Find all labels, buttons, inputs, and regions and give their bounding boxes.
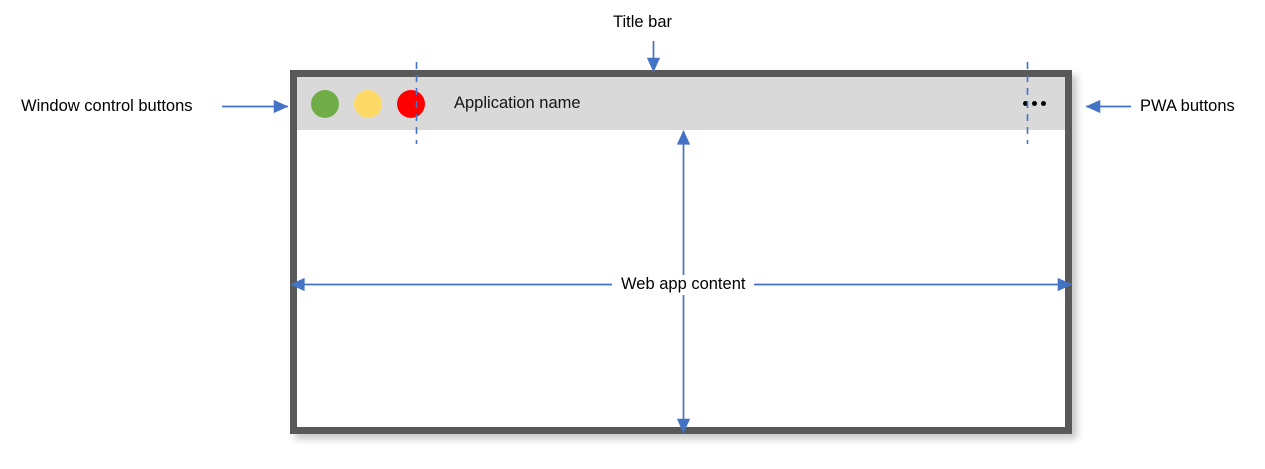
ellipsis-icon-dot-2 — [1032, 101, 1037, 106]
pwa-menu-button[interactable] — [1023, 101, 1046, 106]
close-button[interactable] — [397, 89, 425, 118]
application-name-label: Application name — [454, 94, 581, 112]
application-window: Application name — [290, 70, 1072, 434]
title-bar[interactable]: Application name — [297, 77, 1065, 130]
minimize-button[interactable] — [311, 89, 339, 118]
ellipsis-icon-dot-1 — [1023, 101, 1028, 106]
annotation-label-web-content: Web app content — [612, 275, 755, 295]
ellipsis-icon-dot-3 — [1041, 101, 1046, 106]
maximize-button[interactable] — [354, 89, 382, 118]
annotation-label-title-bar: Title bar — [613, 13, 672, 31]
window-control-buttons — [311, 89, 425, 118]
annotation-label-window-controls: Window control buttons — [21, 97, 193, 115]
annotation-label-pwa: PWA buttons — [1140, 97, 1235, 115]
